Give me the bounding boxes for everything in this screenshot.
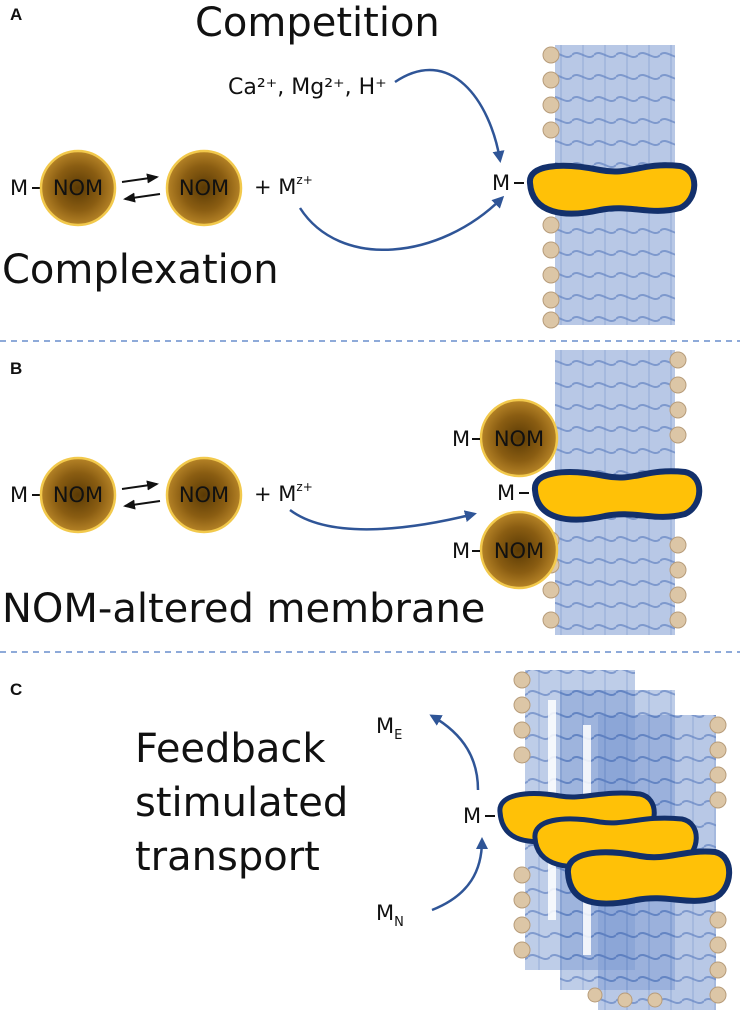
- transporter-b: [532, 468, 703, 523]
- panel-b: B M NOM NOM + Mz+ M NOM M NOM: [2, 350, 703, 635]
- nom-particle-complexed-a: [39, 149, 117, 227]
- membrane-m-label-b: M: [497, 481, 515, 505]
- nom-label-free-a: NOM: [179, 176, 229, 200]
- competitor-ions: Ca²⁺, Mg²⁺, H⁺: [228, 75, 387, 100]
- transporter-a: [527, 162, 698, 217]
- sorbed-nom-top: [479, 398, 559, 478]
- nom-altered-caption: NOM-altered membrane: [2, 586, 485, 632]
- feedback-caption-line-3: transport: [135, 834, 320, 880]
- sorbed-bottom-m-label: M: [452, 539, 470, 563]
- panel-a: A Competition Ca²⁺, Mg²⁺, H⁺ M NOM NOM +…: [2, 0, 698, 329]
- efflux-arrow: [429, 714, 480, 791]
- sorbed-top-nom-label: NOM: [494, 427, 544, 451]
- forward-arrow-b: [121, 480, 159, 491]
- reverse-arrow-a: [123, 192, 161, 203]
- influx-arrow: [431, 837, 488, 912]
- feedback-caption-line-1: Feedback: [135, 726, 326, 772]
- competition-title: Competition: [195, 0, 440, 46]
- transporter-c-front: [565, 848, 733, 907]
- nom-particle-complexed-b: [39, 456, 117, 534]
- forward-arrow-a: [121, 173, 159, 184]
- uptake-arrow-a: [298, 195, 505, 252]
- nom-particle-free-b: [165, 456, 243, 534]
- panel-c: C Feedback stimulated transport ME MN M: [10, 670, 733, 1010]
- uptake-arrow-b: [289, 508, 477, 531]
- sorbed-nom-bottom: [479, 510, 559, 590]
- sorbed-top-m-label: M: [452, 427, 470, 451]
- sorbed-bottom-nom-label: NOM: [494, 539, 544, 563]
- panel-letter-a: A: [10, 5, 22, 24]
- nom-particle-free-a: [165, 149, 243, 227]
- panel-letter-b: B: [10, 359, 22, 378]
- panel-letter-c: C: [10, 680, 22, 699]
- membrane-m-label-a: M: [492, 171, 510, 195]
- nom-label-free-b: NOM: [179, 483, 229, 507]
- nom-label-complexed-a: NOM: [53, 176, 103, 200]
- influx-m-label: MN: [376, 901, 404, 930]
- free-ion-b: + Mz+: [254, 480, 313, 506]
- complex-m-label-a: M: [10, 176, 28, 200]
- nom-label-complexed-b: NOM: [53, 483, 103, 507]
- complex-m-label-b: M: [10, 483, 28, 507]
- feedback-caption-line-2: stimulated: [135, 780, 348, 826]
- membrane-m-label-c: M: [463, 804, 481, 828]
- efflux-m-label: ME: [376, 714, 402, 743]
- competition-arrow: [394, 68, 505, 163]
- complexation-caption: Complexation: [2, 247, 279, 293]
- free-ion-a: + Mz+: [254, 173, 313, 199]
- reverse-arrow-b: [123, 499, 161, 510]
